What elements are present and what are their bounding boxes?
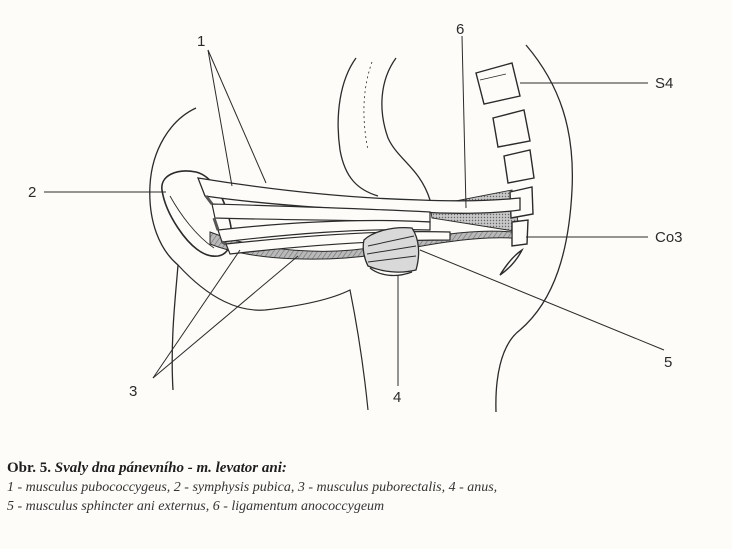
- leader-3b: [153, 256, 298, 378]
- perineum-outline: [178, 265, 368, 410]
- label-5: 5: [664, 354, 672, 371]
- vertebra-s4: [476, 63, 520, 104]
- caption-legend-line-1: 1 - musculus pubococcygeus, 2 - symphysi…: [7, 478, 727, 497]
- caption-legend-line-2: 5 - musculus sphincter ani externus, 6 -…: [7, 497, 727, 516]
- vertebra-co3: [512, 220, 528, 246]
- vertebra-3: [504, 150, 534, 183]
- caption-prefix: Obr. 5.: [7, 460, 51, 476]
- figure-caption: Obr. 5. Svaly dna pánevního - m. levator…: [7, 458, 727, 516]
- leader-5: [420, 250, 664, 350]
- leader-1a: [208, 50, 232, 186]
- label-2: 2: [28, 184, 36, 201]
- leader-6: [462, 36, 466, 208]
- vertebra-2: [493, 110, 530, 147]
- anal-canal: [363, 228, 418, 276]
- label-3: 3: [129, 383, 137, 400]
- label-1: 1: [197, 33, 205, 50]
- leader-3a: [153, 250, 240, 378]
- leader-1b: [208, 50, 266, 183]
- rectum-inner-line: [364, 62, 372, 150]
- coccyx-tip: [500, 250, 522, 275]
- caption-title: Svaly dna pánevního - m. levator ani:: [55, 460, 287, 476]
- label-s4: S4: [655, 75, 673, 92]
- label-4: 4: [393, 389, 401, 406]
- label-co3: Co3: [655, 229, 683, 246]
- caption-heading: Obr. 5. Svaly dna pánevního - m. levator…: [7, 458, 727, 478]
- label-6: 6: [456, 21, 464, 38]
- sacrum-coccyx: [476, 63, 534, 275]
- rectum-outline: [338, 58, 430, 200]
